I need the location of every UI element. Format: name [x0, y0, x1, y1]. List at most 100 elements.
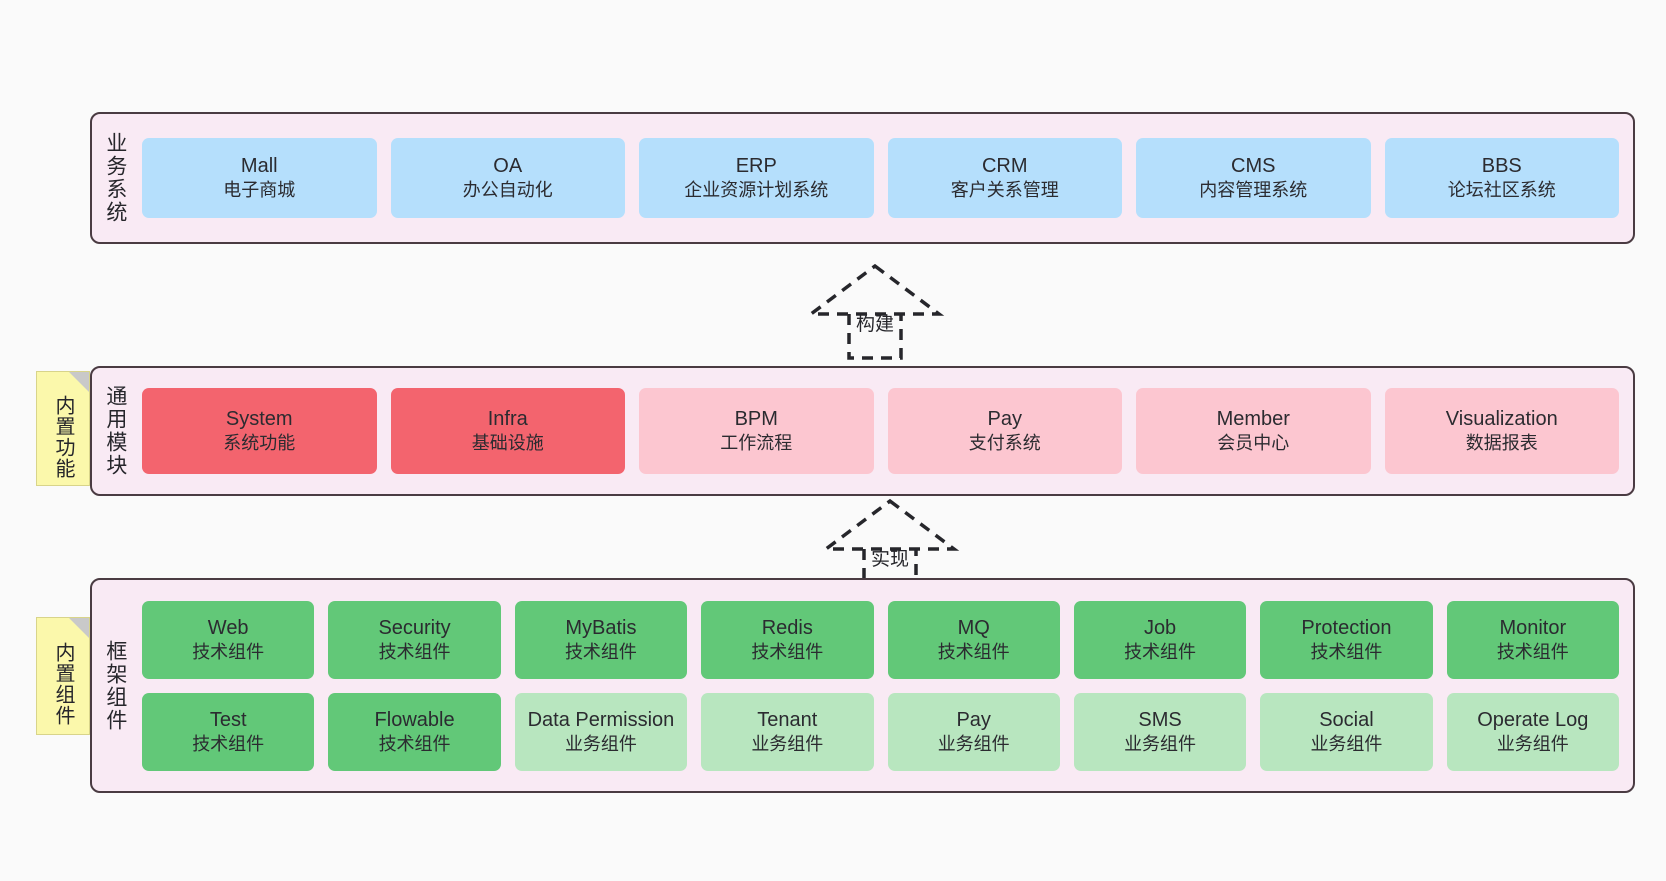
node-pay-component-title: Pay [956, 708, 991, 731]
node-operate-log-subtitle: 业务组件 [1496, 733, 1569, 754]
node-sms-subtitle: 业务组件 [1124, 733, 1197, 754]
node-oa-subtitle: 办公自动化 [462, 180, 553, 201]
node-sms[interactable]: SMS 业务组件 [1073, 692, 1247, 771]
node-operate-log[interactable]: Operate Log 业务组件 [1446, 692, 1619, 771]
layer-business-systems-title: 业务系统 [103, 132, 127, 224]
connector-implement-label: 实现 [870, 549, 910, 570]
node-job[interactable]: Job 技术组件 [1073, 600, 1247, 679]
node-visualization-title: Visualization [1445, 408, 1558, 431]
node-web-subtitle: 技术组件 [192, 641, 265, 662]
node-security-subtitle: 技术组件 [378, 641, 451, 662]
node-erp-subtitle: 企业资源计划系统 [684, 180, 829, 201]
connector-implement-shape [820, 498, 960, 595]
layer-framework-components-title: 框架组件 [103, 639, 127, 732]
node-bpm-title: BPM [734, 408, 778, 431]
framework-row-business: Test 技术组件 Flowable 技术组件 Data Permission … [142, 692, 1619, 771]
node-oa-title: OA [493, 155, 523, 178]
node-mybatis-subtitle: 技术组件 [564, 641, 637, 662]
node-visualization-subtitle: 数据报表 [1465, 433, 1538, 454]
node-tenant-title: Tenant [757, 708, 818, 731]
node-infra-subtitle: 基础设施 [471, 433, 544, 454]
node-social[interactable]: Social 业务组件 [1260, 692, 1433, 771]
node-test[interactable]: Test 技术组件 [142, 692, 315, 771]
node-mybatis[interactable]: MyBatis 技术组件 [514, 600, 688, 679]
layer-framework-components-nodes: Web 技术组件 Security 技术组件 MyBatis 技术组件 Redi… [138, 580, 1633, 791]
node-member[interactable]: Member 会员中心 [1136, 388, 1371, 474]
layer-business-systems: 业务系统 Mall 电子商城 OA 办公自动化 ERP 企业资源计划系统 CRM… [90, 112, 1635, 244]
node-redis-subtitle: 技术组件 [751, 641, 824, 662]
node-mall-title: Mall [240, 155, 278, 178]
node-protection[interactable]: Protection 技术组件 [1260, 600, 1433, 679]
node-mybatis-title: MyBatis [565, 616, 637, 639]
node-flowable[interactable]: Flowable 技术组件 [328, 692, 501, 771]
framework-row-technical: Web 技术组件 Security 技术组件 MyBatis 技术组件 Redi… [142, 600, 1619, 679]
node-protection-subtitle: 技术组件 [1310, 641, 1383, 662]
node-web[interactable]: Web 技术组件 [142, 600, 315, 679]
node-system-title: System [225, 408, 293, 431]
node-mq[interactable]: MQ 技术组件 [887, 600, 1060, 679]
node-crm-title: CRM [981, 155, 1028, 178]
node-flowable-subtitle: 技术组件 [378, 733, 451, 754]
connector-build: 构建 [795, 262, 955, 362]
node-infra[interactable]: Infra 基础设施 [390, 388, 625, 474]
connector-build-shape [805, 263, 945, 360]
node-infra-title: Infra [487, 408, 528, 431]
node-pay-module[interactable]: Pay 支付系统 [887, 388, 1122, 474]
node-system-subtitle: 系统功能 [223, 433, 296, 454]
node-bpm[interactable]: BPM 工作流程 [639, 388, 874, 474]
node-redis-title: Redis [761, 616, 813, 639]
node-tenant[interactable]: Tenant 业务组件 [701, 692, 874, 771]
node-operate-log-title: Operate Log [1477, 708, 1589, 731]
node-protection-title: Protection [1301, 616, 1392, 639]
connector-implement: 实现 [810, 497, 970, 597]
node-erp[interactable]: ERP 企业资源计划系统 [639, 138, 874, 218]
node-pay-module-title: Pay [987, 408, 1022, 431]
node-social-title: Social [1319, 708, 1374, 731]
layer-common-modules-title: 通用模块 [103, 385, 127, 477]
node-sms-title: SMS [1138, 708, 1182, 731]
node-monitor-title: Monitor [1499, 616, 1567, 639]
node-test-subtitle: 技术组件 [192, 733, 265, 754]
layer-business-systems-nodes: Mall 电子商城 OA 办公自动化 ERP 企业资源计划系统 CRM 客户关系… [138, 114, 1633, 242]
layer-common-modules-nodes: System 系统功能 Infra 基础设施 BPM 工作流程 Pay 支付系统… [138, 368, 1633, 494]
node-mall-subtitle: 电子商城 [223, 180, 296, 201]
node-bpm-subtitle: 工作流程 [720, 433, 793, 454]
node-oa[interactable]: OA 办公自动化 [390, 138, 625, 218]
node-job-title: Job [1143, 616, 1177, 639]
node-cms-subtitle: 内容管理系统 [1199, 180, 1308, 201]
node-pay-module-subtitle: 支付系统 [968, 433, 1041, 454]
node-cms[interactable]: CMS 内容管理系统 [1136, 138, 1371, 218]
node-system[interactable]: System 系统功能 [142, 388, 377, 474]
node-flowable-title: Flowable [374, 708, 455, 731]
node-mq-subtitle: 技术组件 [937, 641, 1010, 662]
node-monitor[interactable]: Monitor 技术组件 [1446, 600, 1619, 679]
node-data-permission[interactable]: Data Permission 业务组件 [514, 692, 688, 771]
node-data-permission-title: Data Permission [527, 708, 675, 731]
node-crm-subtitle: 客户关系管理 [950, 180, 1059, 201]
node-bbs[interactable]: BBS 论坛社区系统 [1384, 138, 1619, 218]
node-erp-title: ERP [735, 155, 777, 178]
node-member-subtitle: 会员中心 [1217, 433, 1290, 454]
node-pay-component[interactable]: Pay 业务组件 [887, 692, 1060, 771]
node-bbs-subtitle: 论坛社区系统 [1447, 180, 1556, 201]
node-visualization[interactable]: Visualization 数据报表 [1384, 388, 1619, 474]
node-redis[interactable]: Redis 技术组件 [701, 600, 874, 679]
node-bbs-title: BBS [1481, 155, 1522, 178]
node-web-title: Web [207, 616, 249, 639]
node-cms-title: CMS [1231, 155, 1276, 178]
node-social-subtitle: 业务组件 [1310, 733, 1383, 754]
node-security[interactable]: Security 技术组件 [328, 600, 501, 679]
node-job-subtitle: 技术组件 [1124, 641, 1197, 662]
node-test-title: Test [209, 708, 247, 731]
node-data-permission-subtitle: 业务组件 [564, 733, 637, 754]
node-crm[interactable]: CRM 客户关系管理 [887, 138, 1122, 218]
node-mq-title: MQ [957, 616, 990, 639]
note-builtin-features: 内置功能 [36, 371, 90, 486]
node-pay-component-subtitle: 业务组件 [937, 733, 1010, 754]
node-security-title: Security [378, 616, 451, 639]
node-mall[interactable]: Mall 电子商城 [142, 138, 377, 218]
node-monitor-subtitle: 技术组件 [1496, 641, 1569, 662]
layer-common-modules: 通用模块 System 系统功能 Infra 基础设施 BPM 工作流程 Pay… [90, 366, 1635, 496]
layer-framework-components: 框架组件 Web 技术组件 Security 技术组件 MyBatis 技术组件… [90, 578, 1635, 793]
